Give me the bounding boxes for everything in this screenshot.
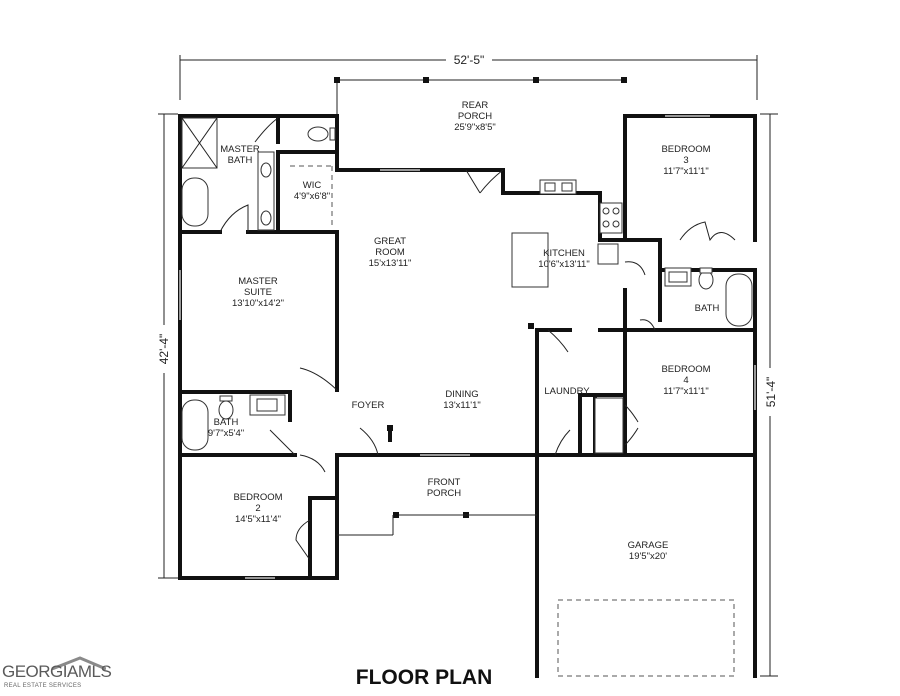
right-depth-dimension: 51'-4" <box>764 377 778 408</box>
logo-roof-icon <box>51 656 106 670</box>
foyer-name: FOYER <box>352 400 385 411</box>
overall-width-dimension: 52'-5" <box>454 53 485 67</box>
garage-size: 19'5"x20' <box>629 551 667 562</box>
dining-name: DINING <box>445 389 478 400</box>
wic-size: 4'9"x6'8" <box>294 191 330 202</box>
great-room-name-line1: GREAT <box>374 236 406 247</box>
bedroom-3-name-line2: 3 <box>683 155 688 166</box>
rear-porch-name-line2: PORCH <box>458 111 492 122</box>
laundry-name: LAUNDRY <box>544 386 590 397</box>
bedroom-4-size: 11'7"x11'1" <box>663 386 708 397</box>
bath-left-name: BATH <box>214 417 239 428</box>
master-bath-name-line2: BATH <box>228 155 253 166</box>
bedroom-3-size: 11'7"x11'1" <box>663 166 708 177</box>
rear-porch-name-line1: REAR <box>462 100 489 111</box>
room-labels: REAR PORCH 25'9"x8'5" MASTER BATH WIC 4'… <box>208 100 720 562</box>
fixtures <box>181 117 753 677</box>
kitchen-name: KITCHEN <box>543 248 585 259</box>
logo-tagline: REAL ESTATE SERVICES <box>4 683 82 689</box>
bedroom-4-name-line2: 4 <box>683 375 688 386</box>
master-suite-name-line1: MASTER <box>238 276 278 287</box>
bath-right-name: BATH <box>695 303 720 314</box>
kitchen-size: 10'6"x13'11" <box>538 259 589 270</box>
master-suite-name-line2: SUITE <box>244 287 272 298</box>
interior-walls <box>178 114 757 580</box>
left-depth-dimension: 42'-4" <box>157 334 171 365</box>
wic-name: WIC <box>303 180 322 191</box>
front-porch-name-line2: PORCH <box>427 488 461 499</box>
logo-wordmark: GEORGIAMLS <box>2 662 112 681</box>
bedroom-2-name-line2: 2 <box>255 503 260 514</box>
rear-porch-size: 25'9"x8'5" <box>454 122 496 133</box>
bath-left-size: 9'7"x5'4" <box>208 428 244 439</box>
bedroom-2-size: 14'5"x11'4" <box>235 514 281 525</box>
bedroom-3-name-line1: BEDROOM <box>661 144 710 155</box>
great-room-size: 15'x13'11" <box>369 258 412 269</box>
front-porch-name-line1: FRONT <box>428 477 461 488</box>
master-suite-size: 13'10"x14'2" <box>232 298 284 309</box>
master-bath-name-line1: MASTER <box>220 144 260 155</box>
bedroom-2-name-line1: BEDROOM <box>233 492 282 503</box>
great-room-name-line2: ROOM <box>375 247 405 258</box>
garage-name: GARAGE <box>628 540 669 551</box>
door-swings <box>219 117 736 561</box>
georgia-mls-logo: GEORGIAMLS REAL ESTATE SERVICES <box>0 656 112 696</box>
windows <box>179 115 756 579</box>
dining-size: 13'x11'1" <box>443 400 480 411</box>
bedroom-4-name-line1: BEDROOM <box>661 364 710 375</box>
floor-plan-title: FLOOR PLAN <box>356 666 493 689</box>
